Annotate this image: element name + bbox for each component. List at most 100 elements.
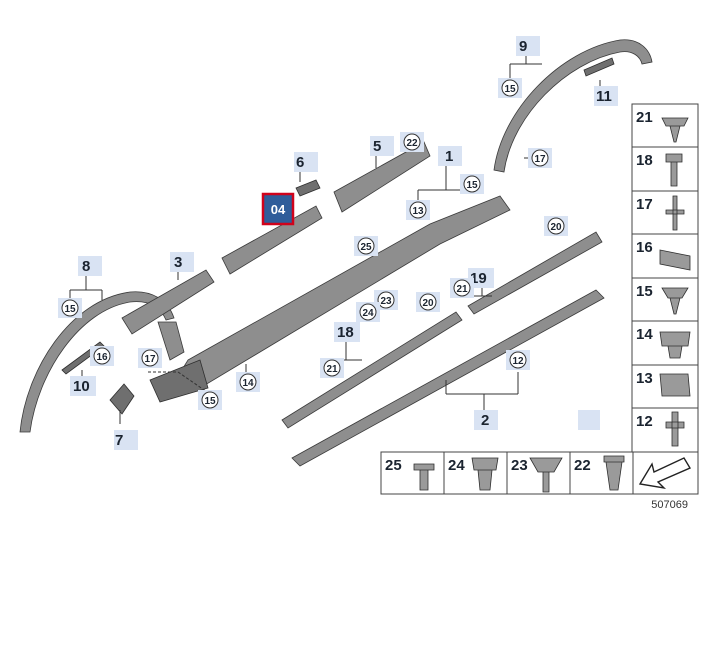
svg-text:9: 9 [519, 38, 527, 55]
svg-text:19: 19 [470, 270, 487, 287]
svg-text:11: 11 [596, 88, 612, 105]
legend-item-12[interactable]: 12 [636, 411, 685, 447]
svg-text:18: 18 [337, 324, 354, 341]
svg-text:10: 10 [73, 378, 90, 395]
circle-20-right[interactable]: 20 [544, 216, 568, 236]
callout-10[interactable]: 10 [70, 376, 96, 396]
callout-8[interactable]: 8 [78, 256, 102, 276]
bottom-fastener-legend: 25 24 23 22 [380, 451, 699, 495]
wheel-arch-trim-rear [493, 39, 653, 173]
svg-text:17: 17 [144, 354, 156, 365]
callout-5[interactable]: 5 [370, 136, 394, 156]
svg-text:16: 16 [636, 239, 653, 256]
rivet-17-icon [665, 195, 685, 231]
circle-25[interactable]: 25 [354, 236, 378, 256]
circle-15-bottom[interactable]: 15 [198, 390, 222, 410]
svg-text:14: 14 [242, 378, 254, 389]
svg-text:24: 24 [448, 457, 465, 474]
callout-7[interactable]: 7 [114, 430, 138, 450]
svg-text:15: 15 [466, 180, 478, 191]
nut-14-icon [659, 331, 691, 359]
circle-16[interactable]: 16 [90, 346, 114, 366]
circle-21-mid[interactable]: 21 [320, 358, 344, 378]
svg-text:25: 25 [385, 457, 402, 474]
clip-21-icon [661, 117, 689, 143]
circle-17-left[interactable]: 17 [138, 348, 162, 368]
diagram-reference-number: 507069 [651, 499, 688, 511]
legend-item-18[interactable]: 18 [636, 152, 683, 187]
rivet-25-icon [413, 463, 435, 491]
svg-text:24: 24 [362, 308, 374, 319]
direction-arrow [638, 457, 692, 490]
legend-item-17[interactable]: 17 [636, 195, 685, 231]
callout-18[interactable]: 18 [334, 322, 360, 342]
callout-9[interactable]: 9 [516, 36, 540, 56]
circle-22[interactable]: 22 [400, 132, 424, 152]
svg-text:14: 14 [636, 326, 653, 343]
legend-item-14[interactable]: 14 [636, 326, 691, 359]
screw-18-icon [665, 153, 683, 187]
svg-text:8: 8 [82, 258, 90, 275]
callout-1[interactable]: 1 [438, 146, 462, 166]
small-part-6 [295, 179, 321, 197]
svg-text:20: 20 [550, 222, 562, 233]
circle-15-top[interactable]: 15 [460, 174, 484, 194]
sill-bracket-3 [121, 269, 215, 335]
callout-11[interactable]: 11 [594, 86, 618, 106]
svg-text:15: 15 [636, 283, 653, 300]
circle-15-rear[interactable]: 15 [498, 78, 522, 98]
callout-19[interactable]: 19 [468, 268, 494, 288]
svg-text:16: 16 [96, 352, 108, 363]
circle-24[interactable]: 24 [356, 302, 380, 322]
sill-bracket-5 [333, 141, 431, 213]
nut-24-icon [471, 457, 499, 491]
svg-text:21: 21 [326, 364, 338, 375]
circle-17-rear[interactable]: 17 [528, 148, 552, 168]
svg-text:22: 22 [406, 138, 418, 149]
callout-6[interactable]: 6 [294, 152, 318, 172]
circle-12[interactable]: 12 [506, 350, 530, 370]
empty-tag [578, 410, 600, 430]
svg-text:12: 12 [636, 413, 653, 430]
rivet-12-icon [665, 411, 685, 447]
svg-text:20: 20 [422, 298, 434, 309]
legend-item-24[interactable]: 24 [448, 457, 499, 491]
circle-20-mid[interactable]: 20 [416, 292, 440, 312]
arch-bracket [157, 321, 185, 361]
legend-item-22[interactable]: 22 [574, 455, 625, 491]
svg-text:6: 6 [296, 154, 304, 171]
clip-22-icon [603, 455, 625, 491]
arrow-icon [638, 457, 692, 490]
legend-item-16[interactable]: 16 [636, 239, 691, 271]
svg-text:23: 23 [511, 457, 528, 474]
trim-strip-18 [281, 311, 463, 429]
svg-text:7: 7 [115, 432, 123, 449]
circle-15-left[interactable]: 15 [58, 298, 82, 318]
circle-21-right[interactable]: 21 [450, 278, 474, 298]
legend-item-21[interactable]: 21 [636, 109, 689, 143]
circle-14[interactable]: 14 [236, 372, 260, 392]
svg-text:21: 21 [456, 284, 468, 295]
side-fastener-legend: 21 18 17 16 15 14 13 12 [631, 103, 699, 453]
svg-text:12: 12 [512, 356, 524, 367]
callout-3[interactable]: 3 [170, 252, 194, 272]
selected-part-badge[interactable]: 04 [261, 192, 295, 226]
svg-text:13: 13 [412, 206, 424, 217]
arch-trim-strip-11 [583, 57, 615, 77]
svg-text:25: 25 [360, 242, 372, 253]
svg-text:22: 22 [574, 457, 591, 474]
svg-text:2: 2 [481, 412, 489, 429]
side-sill-lower-edge [149, 359, 209, 403]
clip-23-icon [529, 457, 563, 493]
clip-13-icon [659, 373, 691, 397]
circle-13[interactable]: 13 [406, 200, 430, 220]
legend-item-13[interactable]: 13 [636, 370, 691, 397]
legend-item-25[interactable]: 25 [385, 457, 435, 491]
callout-2[interactable]: 2 [474, 410, 498, 430]
svg-text:3: 3 [174, 254, 182, 271]
legend-item-23[interactable]: 23 [511, 457, 563, 493]
svg-text:15: 15 [204, 396, 216, 407]
legend-item-15[interactable]: 15 [636, 283, 689, 315]
svg-text:13: 13 [636, 370, 653, 387]
